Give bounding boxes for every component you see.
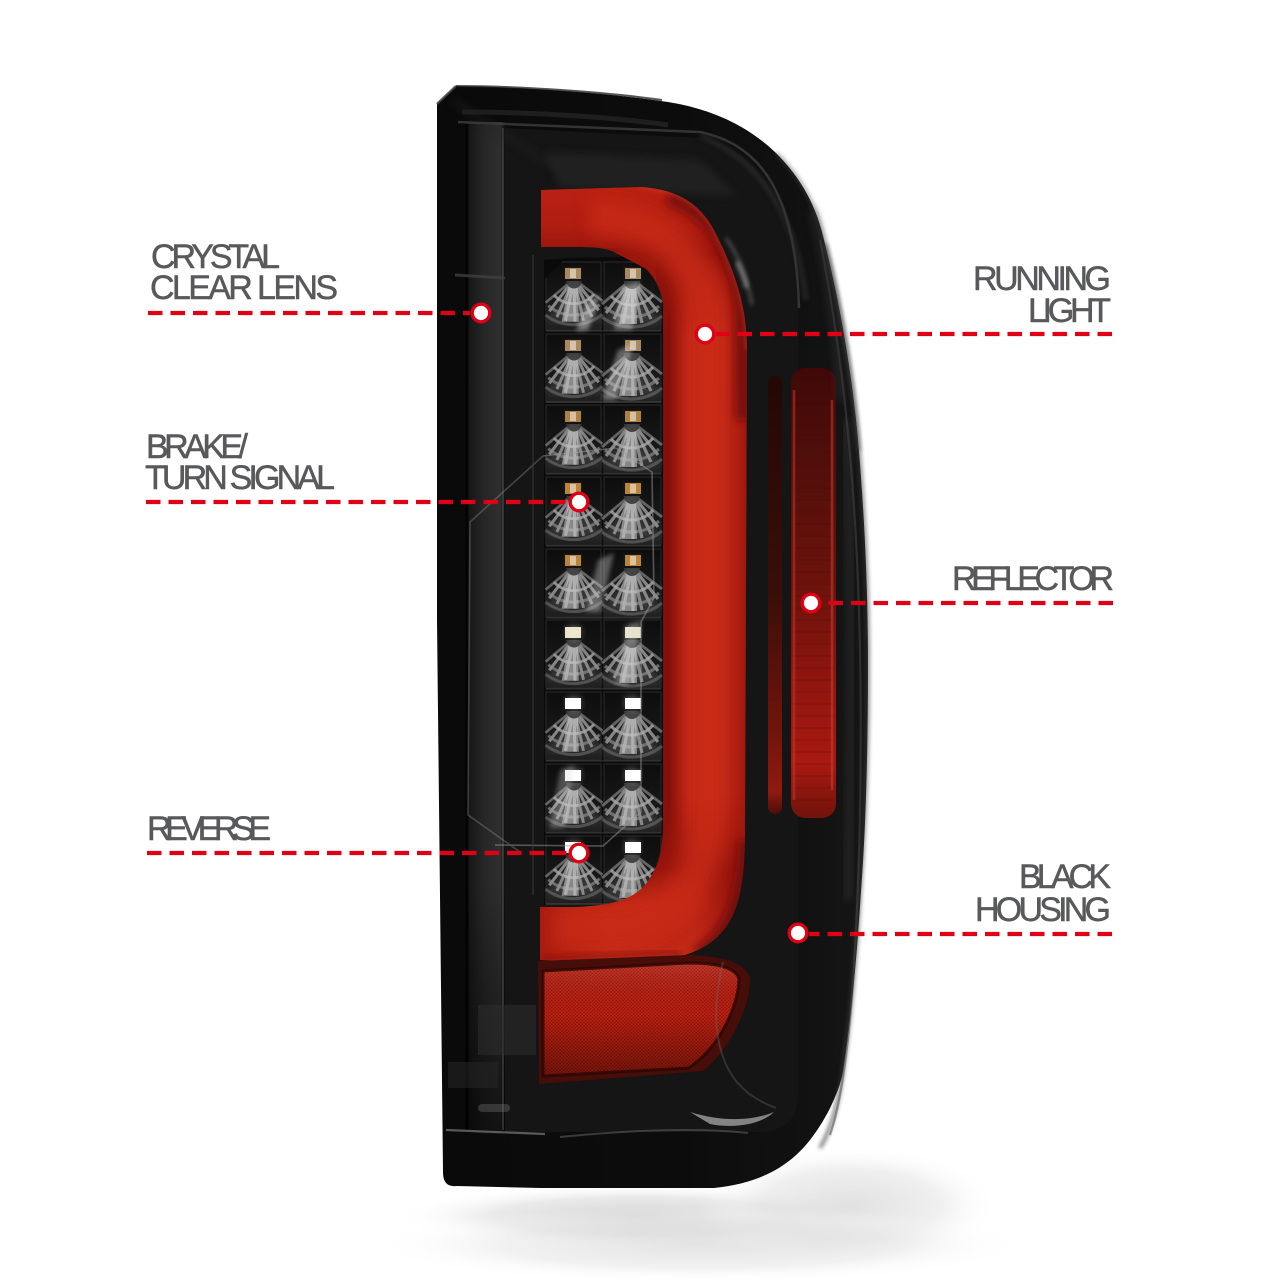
svg-text:REFLECTOR: REFLECTOR: [952, 560, 1114, 598]
svg-text:CRYSTAL: CRYSTAL: [151, 238, 280, 276]
svg-text:RUNNING: RUNNING: [973, 260, 1111, 298]
svg-text:TURN SIGNAL: TURN SIGNAL: [145, 459, 335, 497]
svg-text:BLACK: BLACK: [1019, 858, 1111, 896]
svg-text:CLEAR LENS: CLEAR LENS: [150, 269, 338, 307]
svg-text:BRAKE/: BRAKE/: [146, 428, 249, 466]
svg-text:HOUSING: HOUSING: [975, 891, 1111, 929]
svg-text:REVERSE: REVERSE: [147, 810, 271, 848]
svg-text:LIGHT: LIGHT: [1028, 292, 1111, 330]
